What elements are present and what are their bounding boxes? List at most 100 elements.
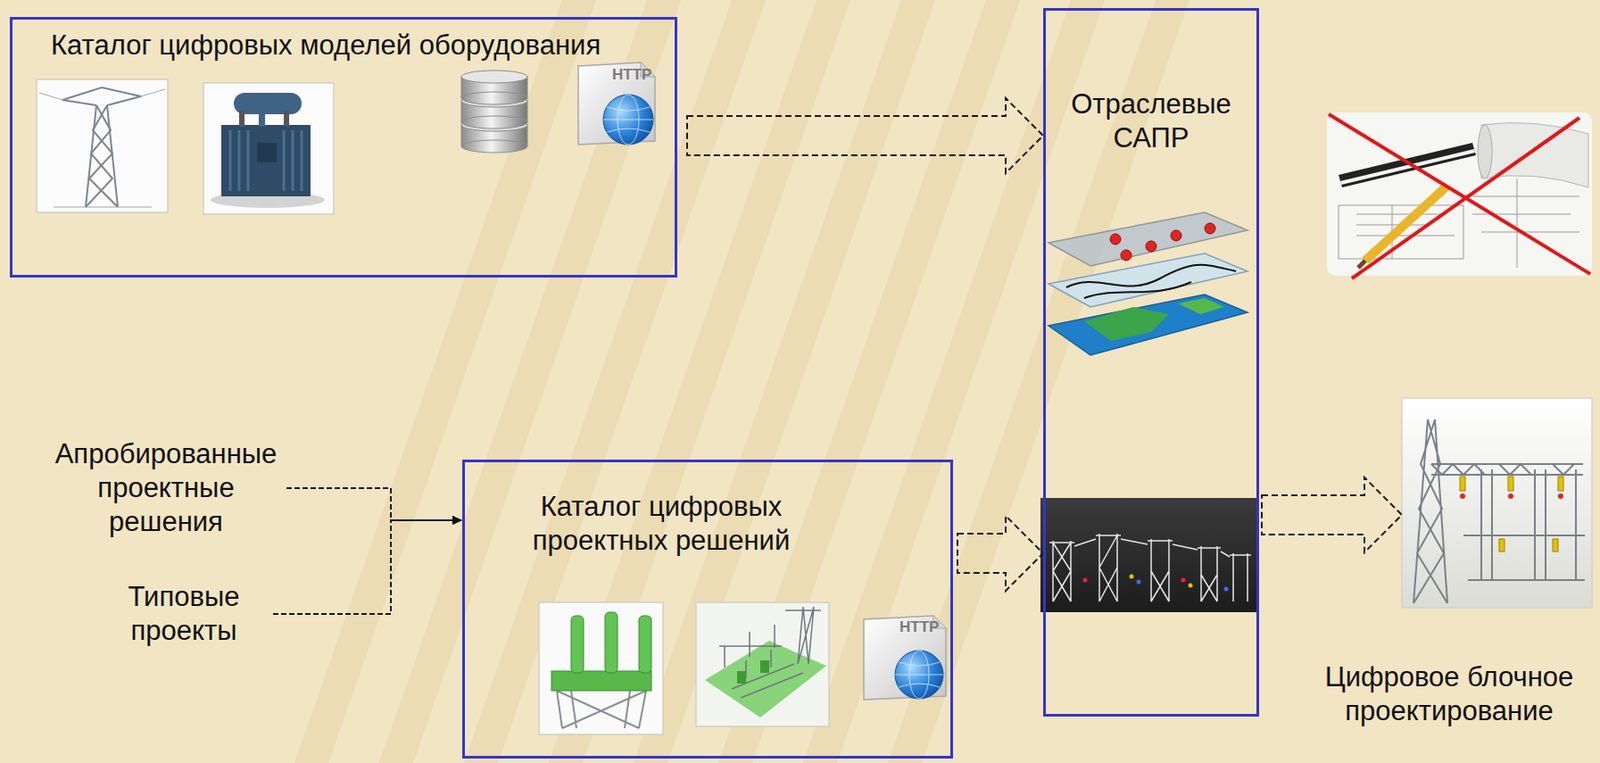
transformer-picture bbox=[258, 112, 266, 127]
substation-layout-picture bbox=[797, 606, 814, 664]
node-heading: Каталог цифровых проектных решений bbox=[513, 489, 809, 558]
tower-picture bbox=[107, 105, 118, 208]
database-icon bbox=[461, 140, 528, 153]
gis-layers-icon bbox=[1048, 253, 1248, 307]
crossed-out-drawing bbox=[1340, 149, 1476, 185]
icon-label: HTTP bbox=[899, 618, 939, 637]
http-icon bbox=[895, 674, 944, 676]
cad-systems-box: Отраслевые САПР bbox=[1043, 8, 1260, 717]
database-icon bbox=[461, 70, 528, 153]
busbar-block-picture bbox=[538, 602, 664, 735]
result-picture-node: Цифровое блочное проектирование bbox=[1401, 397, 1592, 608]
tower-picture bbox=[39, 89, 166, 208]
dashed-connector bbox=[273, 520, 462, 614]
picture-caption: Цифровое блочное проектирование bbox=[1306, 660, 1592, 729]
database-icon bbox=[461, 70, 528, 83]
transformer-picture bbox=[230, 130, 302, 191]
block-design-picture bbox=[1558, 493, 1564, 499]
tower-picture bbox=[62, 87, 141, 208]
http-icon bbox=[895, 650, 944, 699]
http-icon bbox=[606, 107, 650, 111]
gis-layers-icon bbox=[1120, 249, 1132, 261]
substation-3d-band bbox=[1197, 546, 1221, 602]
transformer-picture bbox=[283, 110, 290, 127]
crossed-out-drawing bbox=[1338, 142, 1476, 188]
tower-picture bbox=[107, 96, 141, 106]
substation-3d-band bbox=[1129, 574, 1135, 580]
dashed-connector bbox=[286, 488, 462, 521]
substation-layout-picture bbox=[704, 640, 827, 718]
http-icon bbox=[606, 128, 650, 133]
http-icon bbox=[895, 650, 944, 699]
design-catalog-box: Каталог цифровых проектных решений bbox=[462, 459, 954, 759]
busbar-block-picture bbox=[551, 671, 652, 691]
block-design-picture bbox=[1431, 464, 1584, 475]
node-heading: Каталог цифровых моделей оборудования bbox=[50, 28, 675, 63]
tower-picture bbox=[53, 207, 152, 208]
substation-layout-picture bbox=[719, 606, 821, 698]
block-design-picture bbox=[1508, 493, 1514, 499]
substation-3d-band bbox=[1136, 580, 1142, 585]
substation-layout-picture bbox=[696, 602, 830, 727]
http-icon bbox=[603, 119, 654, 121]
block-design-picture bbox=[1459, 476, 1564, 552]
gis-layers-icon bbox=[1110, 233, 1121, 245]
block-design-picture bbox=[1413, 419, 1448, 604]
tower-picture bbox=[62, 99, 97, 106]
node-heading: Типовые проекты bbox=[94, 580, 274, 648]
gis-layers-icon bbox=[1066, 265, 1236, 288]
busbar-block-picture bbox=[605, 612, 618, 673]
substation-layout-picture bbox=[785, 609, 821, 612]
transformer-picture bbox=[203, 82, 334, 215]
substation-3d-band bbox=[1083, 578, 1088, 583]
gis-layers-icon bbox=[1110, 223, 1216, 261]
tower-picture bbox=[140, 89, 166, 97]
transformer-picture bbox=[300, 130, 304, 191]
block-design-picture bbox=[1401, 397, 1592, 608]
block-design-picture bbox=[1401, 397, 1592, 608]
database-icon bbox=[461, 91, 528, 105]
substation-layout-picture bbox=[719, 624, 782, 679]
block-design-picture bbox=[1552, 538, 1559, 552]
transformer-picture bbox=[221, 124, 311, 197]
tower-picture bbox=[36, 79, 168, 213]
block-design-picture bbox=[1508, 476, 1514, 491]
transformer-picture bbox=[238, 130, 241, 191]
crossed-out-drawing bbox=[1326, 112, 1592, 279]
substation-3d-band bbox=[1229, 553, 1252, 602]
source-text: Типовые проекты bbox=[94, 580, 274, 648]
busbar-block-picture bbox=[556, 690, 647, 729]
busbar-block-picture bbox=[556, 690, 647, 729]
gis-layers-icon bbox=[1048, 212, 1248, 266]
transformer-picture bbox=[203, 82, 334, 215]
gis-layers-icon bbox=[1145, 240, 1157, 252]
tower-picture bbox=[62, 87, 141, 100]
substation-layout-picture bbox=[696, 602, 830, 727]
crossed-out-drawing bbox=[1472, 178, 1580, 268]
block-design-picture bbox=[1481, 469, 1576, 581]
block-design-picture bbox=[1431, 464, 1575, 475]
watermark-stripes bbox=[294, 0, 1190, 763]
substation-3d-band bbox=[1083, 574, 1229, 592]
icon-label: HTTP bbox=[612, 66, 652, 84]
substation-layout-picture bbox=[737, 660, 770, 684]
transformer-picture bbox=[282, 130, 286, 191]
transformer-picture bbox=[291, 130, 295, 191]
gis-layers-icon bbox=[1170, 230, 1182, 241]
substation-3d-band bbox=[1040, 497, 1260, 613]
source-text: Апробированные проектные решения bbox=[45, 437, 287, 539]
gis-layers-icon bbox=[1177, 298, 1225, 315]
gis-layers-icon bbox=[1084, 281, 1192, 299]
gis-layers-icon bbox=[1204, 223, 1216, 234]
busbar-block-picture bbox=[638, 615, 652, 673]
http-icon bbox=[603, 94, 654, 145]
crossed-out-drawing bbox=[1358, 260, 1366, 268]
block-design-picture bbox=[1459, 493, 1564, 499]
substation-3d-band bbox=[1049, 533, 1252, 602]
gis-layers-icon bbox=[1048, 294, 1248, 356]
block-arrow bbox=[957, 515, 1044, 591]
database-icon bbox=[461, 116, 528, 129]
